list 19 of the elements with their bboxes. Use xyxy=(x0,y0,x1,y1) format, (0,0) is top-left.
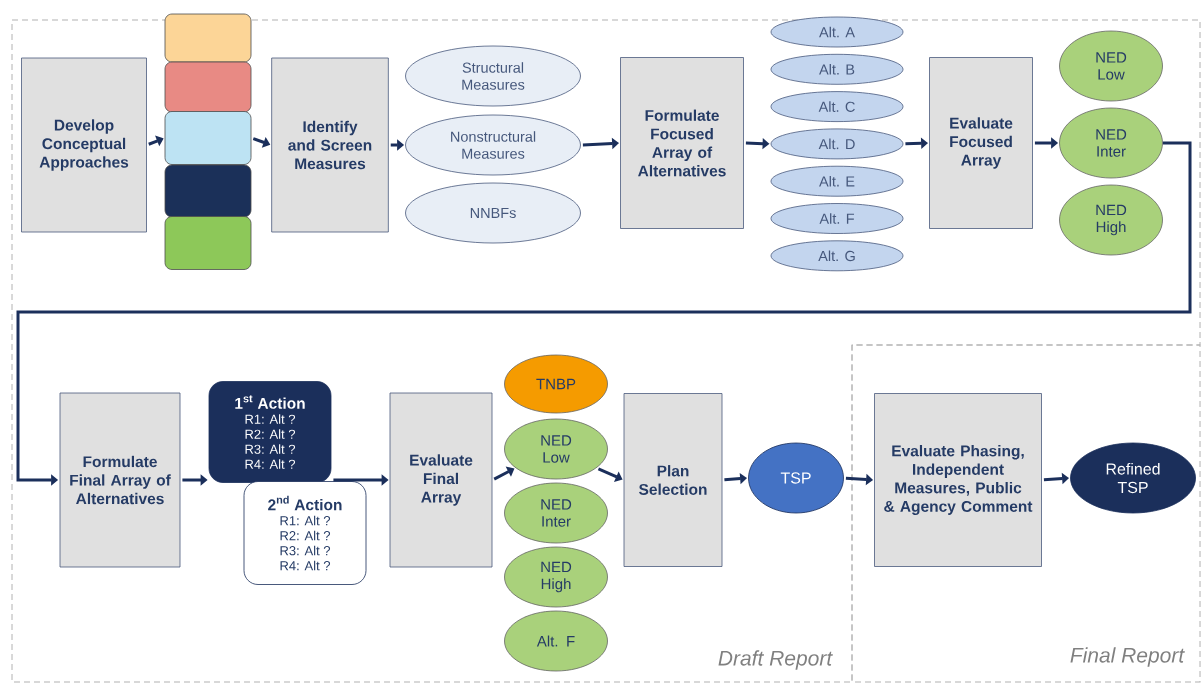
process-box: Plan Selection xyxy=(623,393,723,567)
process-box: Formulate Focused Array of Alternatives xyxy=(620,57,744,229)
action-box: $\textbf{2}^{\textbf{nd}}\textbf{ Action}$ R1: Alt ? R2: Alt ? R3: Alt ? R4: Alt ? xyxy=(243,481,367,585)
arrow xyxy=(493,466,515,481)
process-box: Evaluate Final Array xyxy=(389,392,493,568)
action-box: $\textbf{1}^{\textbf{st}}\textbf{ Action}$ R1: Alt ? R2: Alt ? R3: Alt ? R4: Alt ? xyxy=(208,381,332,483)
region-label: Draft Report xyxy=(718,650,833,670)
process-box: Formulate Final Array of Alternatives xyxy=(59,392,181,568)
process-box: Identify and Screen Measures xyxy=(271,57,389,233)
arrow xyxy=(597,467,623,482)
region-label: Final Report xyxy=(1070,647,1185,667)
color-block xyxy=(164,164,252,218)
color-block xyxy=(164,61,252,113)
color-block xyxy=(164,111,252,165)
color-block xyxy=(164,13,252,63)
process-box: Develop Conceptual Approaches xyxy=(21,57,147,233)
process-box: Evaluate Phasing, Independent Measures, Public & Agency Comment xyxy=(874,393,1042,567)
process-box: Evaluate Focused Array xyxy=(929,57,1033,229)
color-block xyxy=(164,216,252,270)
